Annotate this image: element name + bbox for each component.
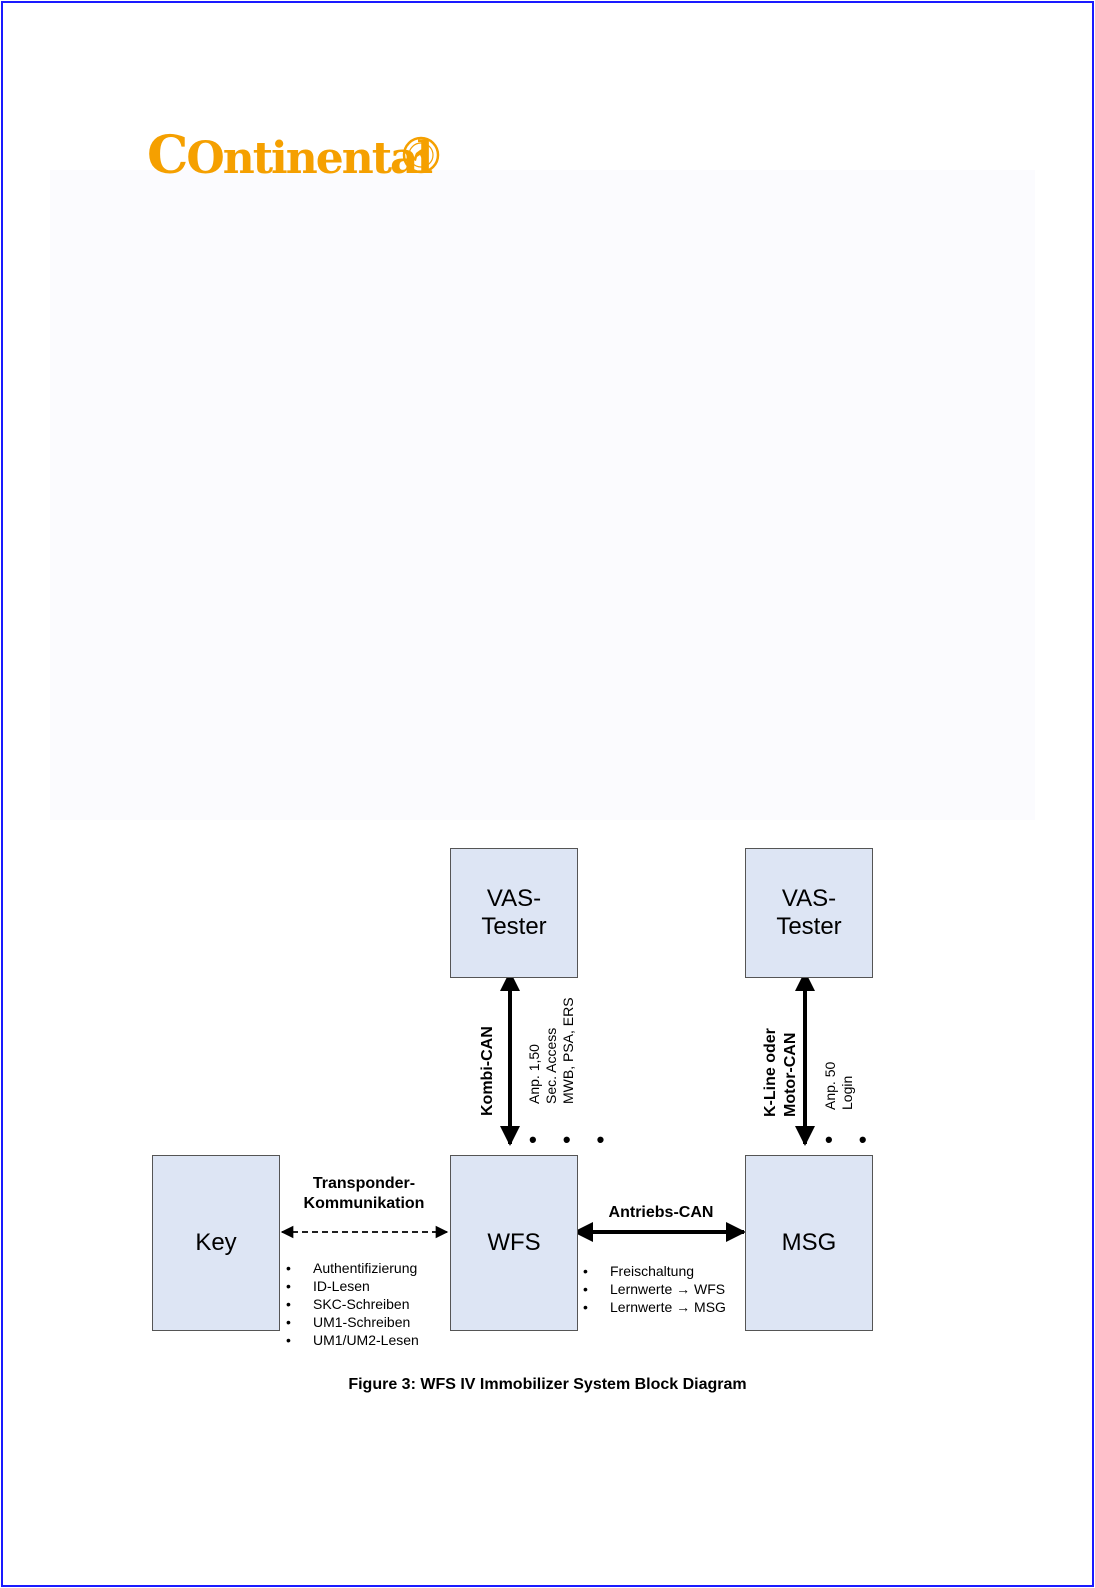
list-item: Lernwerte → WFS <box>583 1280 726 1298</box>
box-label: Tester <box>481 913 547 940</box>
list-item: SKC-Schreiben <box>286 1295 419 1313</box>
vas-tester-box-right: VAS-Tester <box>745 848 873 978</box>
label-line: K-Line oder <box>762 1028 779 1117</box>
key-functions-list: Authentifizierung ID-Lesen SKC-Schreiben… <box>286 1259 419 1349</box>
box-label: MSG <box>781 1229 837 1256</box>
transponder-label: Transponder- Kommunikation <box>290 1174 438 1214</box>
label-line: Kommunikation <box>303 1195 425 1212</box>
list-item: ID-Lesen <box>286 1277 419 1295</box>
list-item: Freischaltung <box>583 1262 726 1280</box>
list-item: Authentifizierung <box>286 1259 419 1277</box>
note-line: Anp. 1,50 <box>526 1044 542 1104</box>
background-wash <box>50 170 1035 820</box>
figure-caption: Figure 3: WFS IV Immobilizer System Bloc… <box>348 1376 747 1393</box>
note-line: MWB, PSA, ERS <box>560 997 576 1104</box>
list-item: UM1/UM2-Lesen <box>286 1331 419 1349</box>
note-line: Sec. Access <box>543 1027 559 1104</box>
box-label: WFS <box>487 1229 541 1256</box>
wfs-box: WFS <box>450 1155 578 1331</box>
box-label: Key <box>195 1229 237 1256</box>
msg-box: MSG <box>745 1155 873 1331</box>
note-line: Anp. 50 <box>822 1061 838 1110</box>
box-label: VAS- <box>486 885 542 912</box>
list-item: Lernwerte → MSG <box>583 1298 726 1316</box>
horse-emblem-icon <box>402 136 440 174</box>
key-box: Key <box>152 1155 280 1331</box>
msg-functions-list: Freischaltung Lernwerte → WFS Lernwerte … <box>583 1262 726 1316</box>
note-line: Login <box>839 1075 855 1110</box>
antriebs-can-label: Antriebs-CAN <box>608 1204 714 1221</box>
logo-text: COntinental <box>147 125 433 186</box>
label-line: Motor-CAN <box>782 1032 799 1117</box>
kline-notes: Anp. 50 Login <box>822 1062 856 1110</box>
continuation-dots-right: • • <box>825 1127 877 1152</box>
kline-label: K-Line oder Motor-CAN <box>761 1028 801 1117</box>
list-item: UM1-Schreiben <box>286 1313 419 1331</box>
kombi-can-notes: Anp. 1,50 Sec. Access MWB, PSA, ERS <box>526 997 577 1104</box>
vas-tester-box-left: VAS-Tester <box>450 848 578 978</box>
continuation-dots-left: • • • <box>529 1127 615 1152</box>
box-label: Tester <box>776 913 842 940</box>
label-line: Transponder- <box>312 1175 416 1192</box>
kombi-can-label: Kombi-CAN <box>479 1026 496 1116</box>
box-label: VAS- <box>781 885 837 912</box>
